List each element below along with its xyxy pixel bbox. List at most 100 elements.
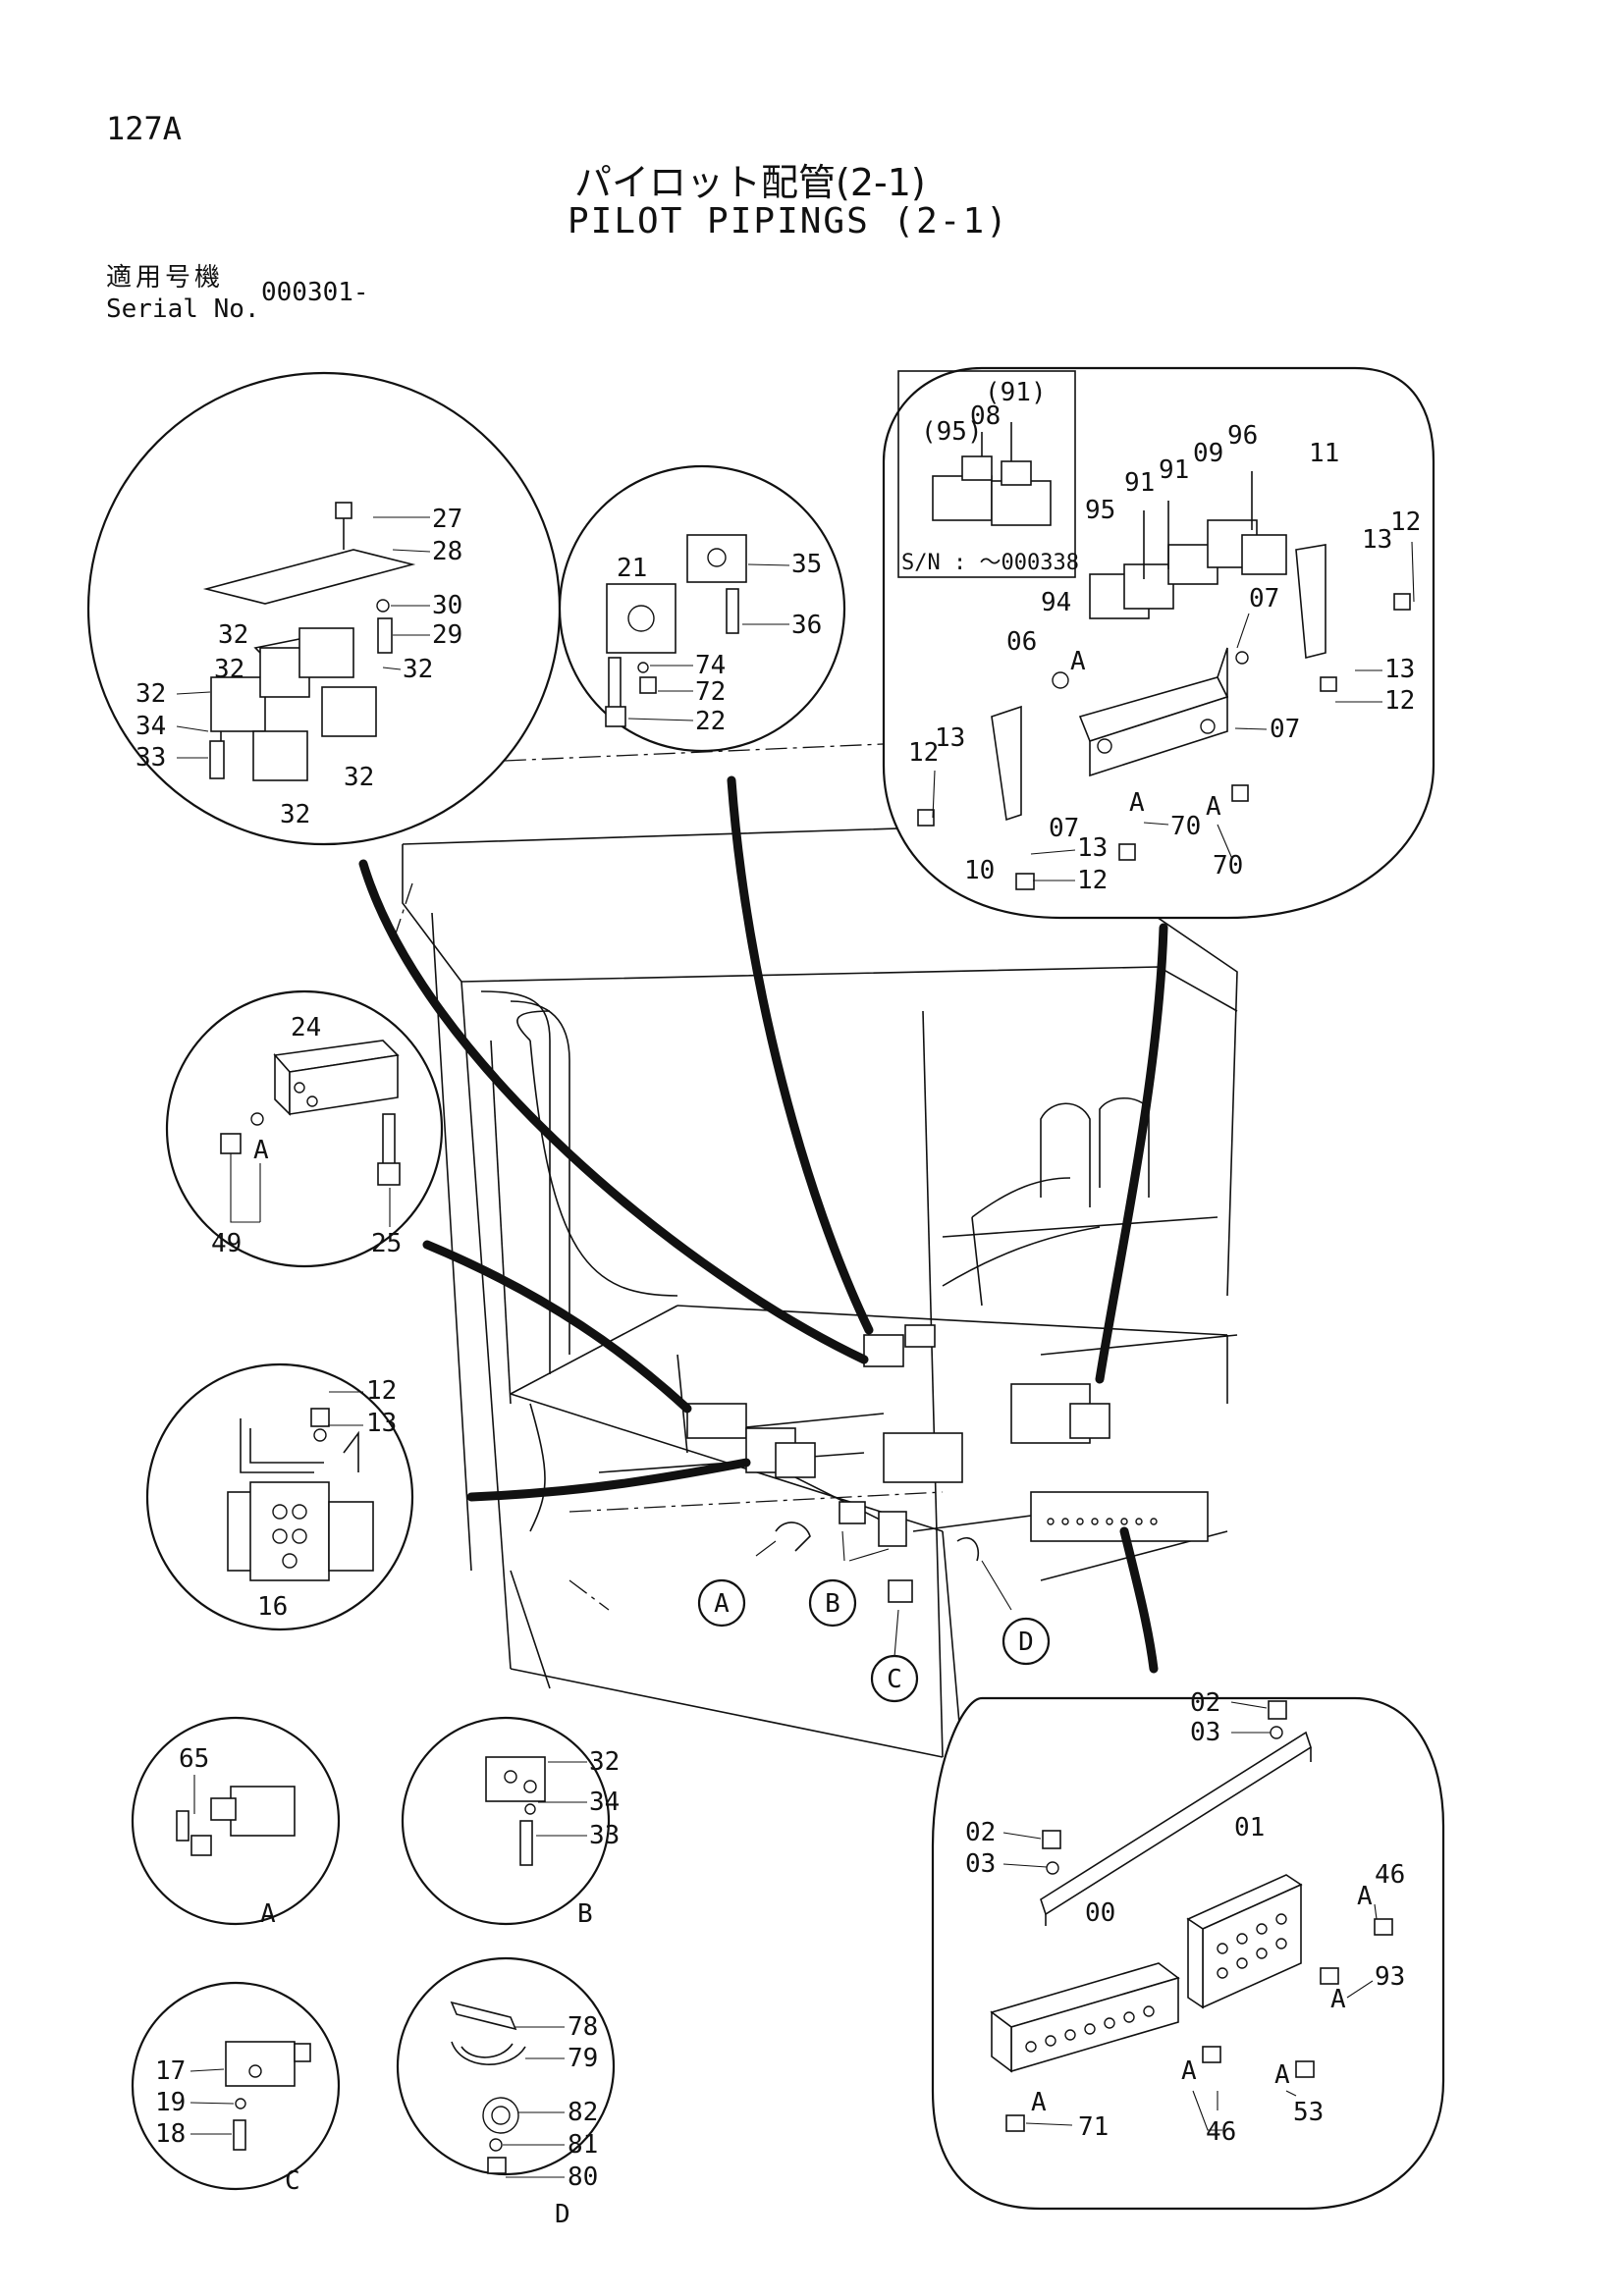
part-label: 91 — [1159, 455, 1189, 485]
ref-letter: A — [1330, 1985, 1346, 2014]
part-label: 71 — [1078, 2112, 1109, 2142]
part-label: 32 — [589, 1747, 620, 1777]
callout-D[interactable]: D — [1001, 1617, 1051, 1666]
part-label: 07 — [1049, 814, 1079, 843]
part-label: 21 — [617, 554, 647, 583]
detail-top-left: 27 28 30 29 32 32 32 32 32 32 34 33 — [86, 371, 562, 846]
part-label: 65 — [179, 1744, 209, 1774]
part-label: 16 — [257, 1592, 288, 1622]
part-label: 94 — [1041, 588, 1071, 617]
part-label: 93 — [1375, 1962, 1405, 1992]
serial-number-value: 000301- — [261, 278, 369, 307]
part-label: 02 — [1190, 1688, 1220, 1718]
part-label: 27 — [432, 505, 462, 534]
title-japanese: パイロット配管(2-1) — [574, 161, 926, 204]
part-label: 81 — [568, 2130, 598, 2160]
ref-letter: A — [1357, 1882, 1373, 1911]
part-label: 17 — [155, 2056, 186, 2086]
block-row-holes — [1047, 1518, 1158, 1525]
part-label: 00 — [1085, 1898, 1115, 1928]
part-label: 07 — [1270, 715, 1300, 744]
part-label: 70 — [1170, 812, 1201, 841]
detail-C: 17 19 18 C — [131, 1981, 341, 2196]
inset-label: (95) — [921, 417, 983, 447]
part-label: 34 — [589, 1788, 620, 1817]
part-label: 35 — [791, 550, 822, 579]
part-label: 53 — [1293, 2098, 1324, 2127]
part-label: 01 — [1234, 1813, 1265, 1842]
part-label: 13 — [935, 723, 965, 753]
detail-top-right: (91) (95) 08 S/N : ～000338 95 91 91 09 9… — [882, 366, 1435, 920]
part-label: 46 — [1375, 1860, 1405, 1890]
callout-label: A — [714, 1589, 730, 1619]
part-label: 91 — [1124, 468, 1155, 498]
part-label: 95 — [1085, 496, 1115, 525]
main-view-components — [686, 1324, 1209, 1603]
part-label: 07 — [1249, 584, 1279, 614]
part-label: 80 — [568, 2163, 598, 2192]
part-label: 02 — [965, 1818, 996, 1847]
part-label: 19 — [155, 2088, 186, 2117]
part-label: 06 — [1006, 627, 1037, 657]
ref-letter: A — [1070, 647, 1086, 676]
part-label: 22 — [695, 707, 726, 736]
part-label: 33 — [589, 1821, 620, 1850]
part-label: 25 — [371, 1229, 402, 1258]
detail-bottom-right: 02 03 02 03 01 00 46 93 46 53 71 A A A A… — [931, 1688, 1445, 2211]
leader-lines — [358, 775, 1168, 1674]
part-label: 82 — [568, 2098, 598, 2127]
callout-label: D — [1018, 1628, 1034, 1657]
detail-A: 65 A — [131, 1716, 341, 1929]
part-label: 24 — [291, 1013, 321, 1042]
part-label: 49 — [211, 1229, 242, 1258]
part-label: 32 — [135, 679, 166, 709]
detail-top-mid: 21 35 36 74 72 22 — [558, 464, 846, 753]
callout-label: B — [825, 1589, 840, 1619]
detail-caption: D — [555, 2200, 570, 2229]
inset-label: (91) — [985, 378, 1047, 407]
part-label: 12 — [1077, 866, 1108, 895]
part-label: 34 — [135, 712, 166, 741]
part-label: 32 — [344, 763, 374, 792]
serial-label-english: Serial No. — [106, 294, 260, 324]
detail-caption: C — [285, 2166, 300, 2196]
part-label: 46 — [1206, 2117, 1236, 2147]
callout-A[interactable]: A — [697, 1578, 746, 1628]
part-label: 72 — [695, 677, 726, 707]
part-label: 10 — [964, 856, 995, 885]
part-label: 32 — [218, 620, 248, 650]
detail-mid-left: 24 49 25 A — [165, 989, 444, 1268]
callout-B[interactable]: B — [808, 1578, 857, 1628]
part-label: 13 — [1077, 833, 1108, 863]
part-label: 32 — [403, 655, 433, 684]
part-label: 12 — [1390, 507, 1421, 537]
part-label: 13 — [366, 1409, 397, 1438]
callout-label: C — [887, 1665, 902, 1694]
part-label: 12 — [908, 738, 939, 768]
part-label: 03 — [965, 1849, 996, 1879]
part-label: 28 — [432, 537, 462, 566]
part-label: 74 — [695, 651, 726, 680]
ref-letter: A — [1206, 792, 1221, 822]
part-label: 13 — [1384, 655, 1415, 684]
ref-letter: A — [1031, 2088, 1047, 2117]
part-label: 03 — [1190, 1718, 1220, 1747]
callout-C[interactable]: C — [870, 1654, 919, 1703]
detail-caption: A — [260, 1899, 276, 1929]
detail-caption: B — [577, 1899, 593, 1929]
inset-serial: S/N : ～000338 — [901, 551, 1079, 575]
part-label: 78 — [568, 2012, 598, 2042]
inset-label: 08 — [970, 401, 1001, 431]
part-label: 13 — [1362, 525, 1392, 555]
part-label: 33 — [135, 743, 166, 773]
ref-letter: A — [253, 1136, 269, 1165]
detail-valve: 12 13 16 — [145, 1362, 414, 1631]
ref-letter: A — [1181, 2056, 1197, 2086]
ref-letter: A — [1129, 788, 1145, 818]
ref-letter: A — [1274, 2060, 1290, 2090]
part-label: 12 — [366, 1376, 397, 1406]
part-label: 30 — [432, 591, 462, 620]
part-label: 70 — [1213, 851, 1243, 881]
part-label: 96 — [1227, 421, 1258, 451]
part-label: 29 — [432, 620, 462, 650]
